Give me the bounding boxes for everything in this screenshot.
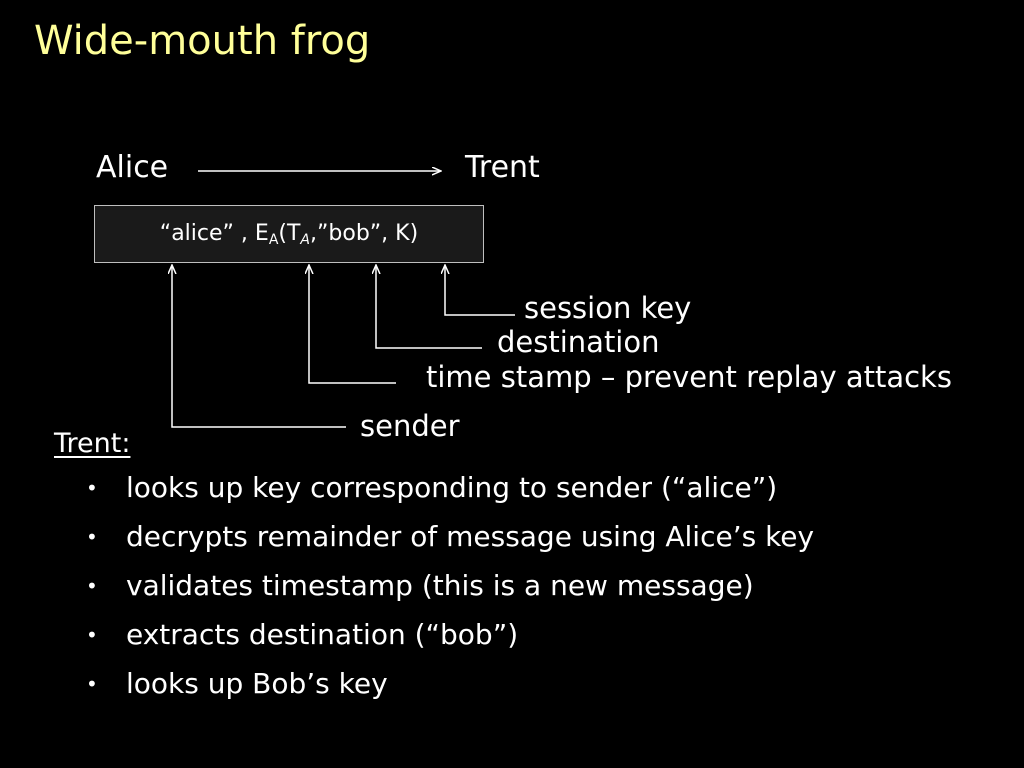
sender-party-label: Alice: [96, 150, 169, 185]
notes-list: • looks up key corresponding to sender (“…: [86, 468, 814, 713]
message-key-subscript: A: [268, 232, 279, 248]
sender-label: sender: [360, 409, 460, 443]
bullet-icon: •: [86, 623, 98, 647]
list-item-text: extracts destination (“bob”): [126, 618, 519, 651]
message-name-and-key: “alice” , E: [159, 221, 269, 246]
timestamp-pointer: [309, 266, 396, 384]
message-rest: ,”bob”, K): [310, 221, 419, 246]
destination-pointer: [376, 266, 482, 349]
list-item: • looks up Bob’s key: [86, 664, 814, 713]
list-item-text: looks up key corresponding to sender (“a…: [126, 471, 778, 504]
bullet-icon: •: [86, 672, 98, 696]
list-item: • extracts destination (“bob”): [86, 615, 814, 664]
message-box: “alice” , EA(TA,”bob”, K): [94, 205, 484, 263]
session-key-pointer: [445, 266, 515, 316]
destination-label: destination: [497, 325, 660, 359]
notes-heading: Trent:: [54, 428, 131, 459]
list-item: • looks up key corresponding to sender (“…: [86, 468, 814, 517]
message-text: “alice” , EA(TA,”bob”, K): [95, 206, 483, 262]
list-item-text: looks up Bob’s key: [126, 667, 388, 700]
list-item-text: decrypts remainder of message using Alic…: [126, 520, 815, 553]
bullet-icon: •: [86, 574, 98, 598]
bullet-icon: •: [86, 476, 98, 500]
list-item: • validates timestamp (this is a new mess…: [86, 566, 814, 615]
session-key-label: session key: [524, 291, 692, 325]
list-item-text: validates timestamp (this is a new messa…: [126, 569, 754, 602]
list-item: • decrypts remainder of message using Ali…: [86, 517, 814, 566]
message-timestamp-open: (T: [278, 221, 301, 246]
slide-title: Wide-mouth frog: [34, 18, 371, 64]
receiver-party-label: Trent: [465, 150, 540, 185]
bullet-icon: •: [86, 525, 98, 549]
timestamp-label: time stamp – prevent replay attacks: [426, 360, 952, 394]
message-timestamp-subscript: A: [300, 232, 310, 248]
sender-pointer: [172, 266, 346, 428]
